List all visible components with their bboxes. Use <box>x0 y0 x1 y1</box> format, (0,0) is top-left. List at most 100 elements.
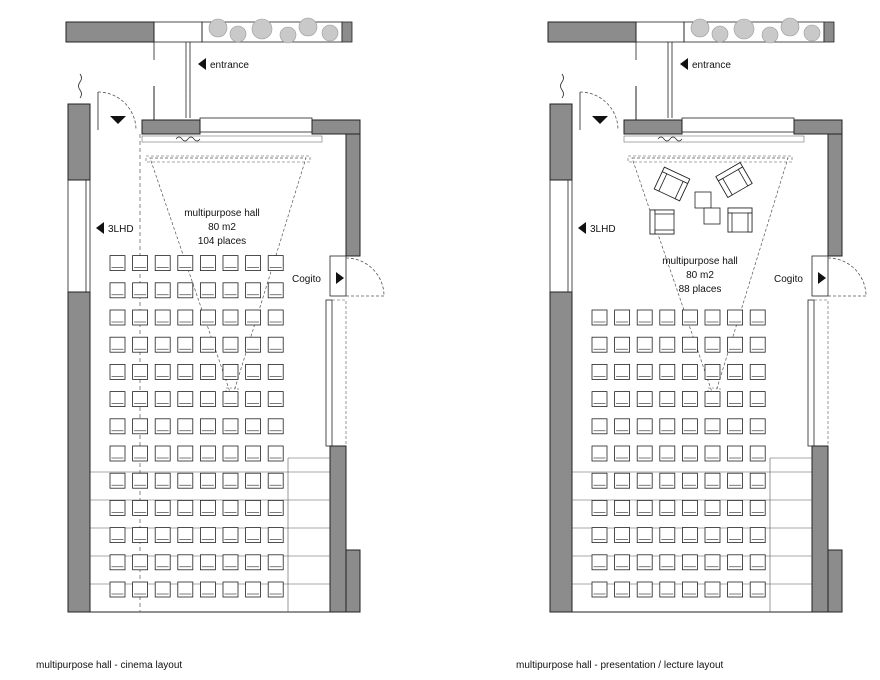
seat <box>267 472 284 489</box>
seat <box>682 472 698 489</box>
seat <box>704 472 721 489</box>
seat <box>614 363 630 380</box>
seat <box>659 363 676 380</box>
seat <box>132 472 149 489</box>
seat <box>749 581 766 598</box>
entrance-label: entrance <box>210 60 249 71</box>
seat <box>154 445 171 462</box>
seat <box>591 363 608 380</box>
seat <box>177 282 194 299</box>
seat <box>704 336 721 353</box>
seat <box>109 581 126 598</box>
seat <box>591 554 608 571</box>
seat <box>132 363 149 380</box>
3lhd-label: 3LHD <box>590 224 616 235</box>
cogito-label: Cogito <box>292 274 321 285</box>
seat <box>177 336 194 353</box>
seat <box>132 255 149 272</box>
seat <box>199 255 216 272</box>
entrance-label: entrance <box>692 60 731 71</box>
seat <box>704 418 721 435</box>
seat <box>154 499 171 516</box>
seat <box>749 363 766 380</box>
seat <box>109 309 126 326</box>
seat <box>245 554 262 571</box>
seat <box>749 554 766 571</box>
seat <box>109 499 126 516</box>
seat <box>614 472 630 489</box>
seat <box>727 309 743 326</box>
seat <box>245 581 262 598</box>
seat <box>245 499 262 516</box>
seat <box>199 445 216 462</box>
seat <box>222 309 239 326</box>
seat <box>591 499 608 516</box>
seat <box>177 527 194 543</box>
seat <box>659 309 676 326</box>
seat <box>222 391 239 408</box>
seat <box>636 472 653 489</box>
seat <box>727 445 743 462</box>
seat <box>727 581 743 598</box>
seat <box>222 554 239 571</box>
planting <box>690 17 821 44</box>
seat <box>177 581 194 598</box>
seat <box>704 363 721 380</box>
seat <box>682 309 698 326</box>
seat <box>727 527 743 543</box>
seat <box>636 499 653 516</box>
3lhd-label: 3LHD <box>108 224 134 235</box>
seat <box>222 445 239 462</box>
seat <box>659 472 676 489</box>
seat <box>267 391 284 408</box>
seat <box>636 363 653 380</box>
seat <box>177 554 194 571</box>
lounge-furniture <box>649 162 753 235</box>
seat <box>614 499 630 516</box>
seat <box>267 418 284 435</box>
hall-capacity: 88 places <box>679 284 722 295</box>
seat <box>154 581 171 598</box>
seat <box>154 472 171 489</box>
seat <box>704 499 721 516</box>
seat <box>267 282 284 299</box>
seat <box>704 554 721 571</box>
seat <box>727 363 743 380</box>
seat <box>222 418 239 435</box>
seat <box>591 472 608 489</box>
seat <box>659 391 676 408</box>
seat <box>222 472 239 489</box>
hall-name: multipurpose hall <box>662 256 738 267</box>
seat <box>109 418 126 435</box>
seat <box>591 581 608 598</box>
seat <box>109 282 126 299</box>
hall-name: multipurpose hall <box>184 208 260 219</box>
seat <box>245 336 262 353</box>
seat <box>682 581 698 598</box>
seat <box>682 445 698 462</box>
entrance-marker-icon <box>198 58 206 70</box>
seat <box>614 418 630 435</box>
plan-presentation: entrance 3LHD Cogito <box>516 17 867 671</box>
seat <box>659 581 676 598</box>
seat <box>659 418 676 435</box>
seat <box>704 391 721 408</box>
seat <box>199 282 216 299</box>
plan-caption: multipurpose hall - presentation / lectu… <box>516 660 724 671</box>
seat <box>245 527 262 543</box>
seat <box>199 499 216 516</box>
seat <box>614 336 630 353</box>
seat <box>267 336 284 353</box>
seat <box>132 282 149 299</box>
seat <box>749 391 766 408</box>
seat <box>636 527 653 543</box>
seat <box>199 418 216 435</box>
seat <box>132 418 149 435</box>
seat <box>199 391 216 408</box>
seat <box>222 499 239 516</box>
seat <box>749 445 766 462</box>
seat <box>222 255 239 272</box>
seat <box>132 527 149 543</box>
seat <box>199 309 216 326</box>
